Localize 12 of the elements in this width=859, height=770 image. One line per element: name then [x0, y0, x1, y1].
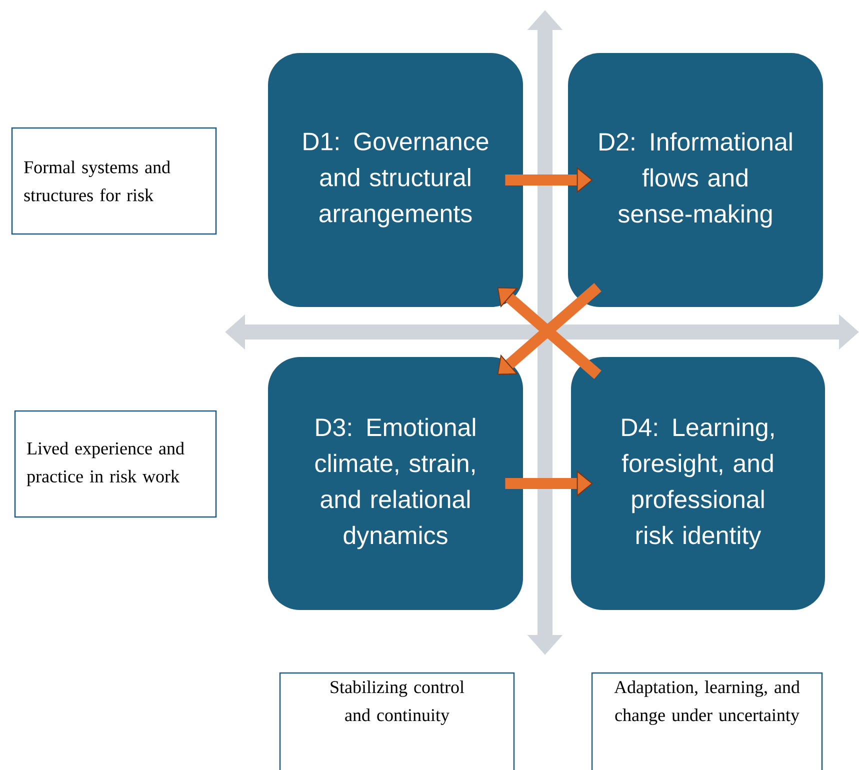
box-label: Lived experience and practice in risk work — [26, 442, 184, 486]
text-box — [11, 127, 217, 235]
text-box — [279, 672, 515, 770]
domain-box: D3: Emotional climate, strain, and relational dynamics — [268, 357, 523, 610]
domain-box: D1: Governance and structural arrangements — [268, 53, 523, 307]
box-label: Adaptation, learning, and change under uncertainty — [614, 680, 800, 725]
text-box — [14, 410, 217, 518]
domain-box: D4: Learning, foresight, and professional risk identity — [571, 357, 825, 610]
box-label: Formal systems and structures for risk — [24, 160, 170, 202]
domain-box: D2: Informational flows and sense-making — [568, 53, 823, 307]
text-box — [591, 672, 823, 770]
box-label: Stabilizing control and continuity — [330, 680, 464, 725]
